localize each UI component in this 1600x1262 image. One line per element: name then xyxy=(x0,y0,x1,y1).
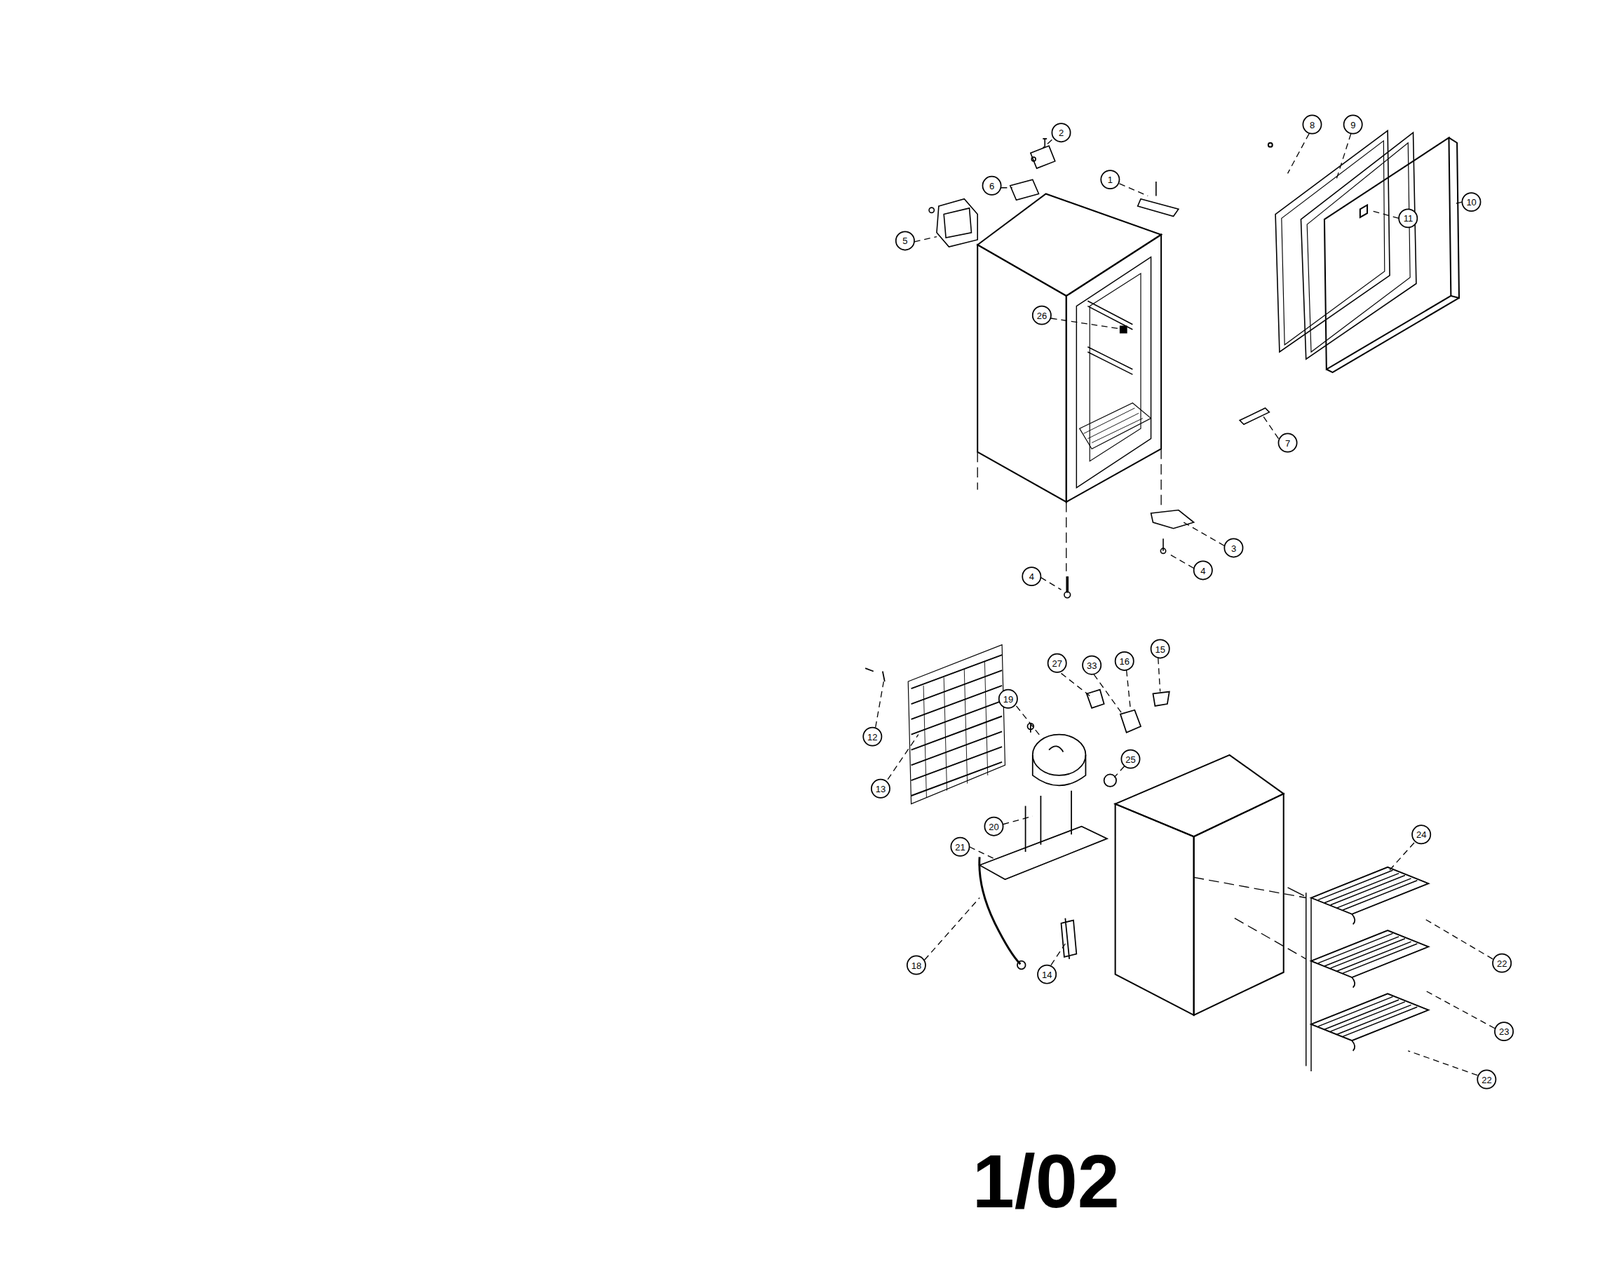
refrigeration-system xyxy=(865,645,1170,970)
leader-lines xyxy=(875,133,1495,1076)
callout-number: 24 xyxy=(1416,830,1427,840)
callout-number: 6 xyxy=(989,180,995,191)
callout-circles xyxy=(863,114,1514,1089)
callout-number: 18 xyxy=(911,960,922,970)
callout-number: 9 xyxy=(1350,119,1356,130)
door-assembly xyxy=(1268,130,1460,373)
callout-number: 22 xyxy=(1496,958,1507,968)
callout-number: 10 xyxy=(1466,197,1476,207)
callout-number: 26 xyxy=(1036,310,1047,320)
callout-number: 20 xyxy=(988,821,999,831)
callout-number: 33 xyxy=(1086,660,1097,670)
upper-hardware xyxy=(929,138,1270,599)
callout-number: 27 xyxy=(1052,658,1063,668)
callout-number: 14 xyxy=(1041,969,1052,979)
callout-number: 25 xyxy=(1125,754,1136,764)
callout-number: 16 xyxy=(1119,656,1130,667)
callout-number: 2 xyxy=(1058,128,1064,138)
callout-number: 12 xyxy=(867,731,878,742)
callout-number: 19 xyxy=(1003,694,1014,704)
callout-number: 4 xyxy=(1029,572,1035,582)
lower-cabinet xyxy=(1115,755,1284,1016)
page-code: 1/02 xyxy=(972,1143,1120,1220)
evaporator-shelves xyxy=(1287,867,1429,1072)
callout-number: 4 xyxy=(1200,565,1206,575)
callout-number: 11 xyxy=(1403,213,1414,223)
callout-number: 5 xyxy=(902,236,908,246)
callout-number: 3 xyxy=(1231,543,1237,553)
callout-number: 21 xyxy=(954,842,965,852)
callout-number: 23 xyxy=(1499,1027,1509,1037)
callout-number: 7 xyxy=(1285,438,1291,448)
callout-number: 13 xyxy=(875,783,886,793)
callout-number: 15 xyxy=(1155,644,1166,654)
upper-cabinet xyxy=(977,193,1162,502)
callout-number: 8 xyxy=(1309,119,1315,130)
callout-number: 1 xyxy=(1107,175,1113,185)
callout-number: 22 xyxy=(1481,1074,1492,1084)
